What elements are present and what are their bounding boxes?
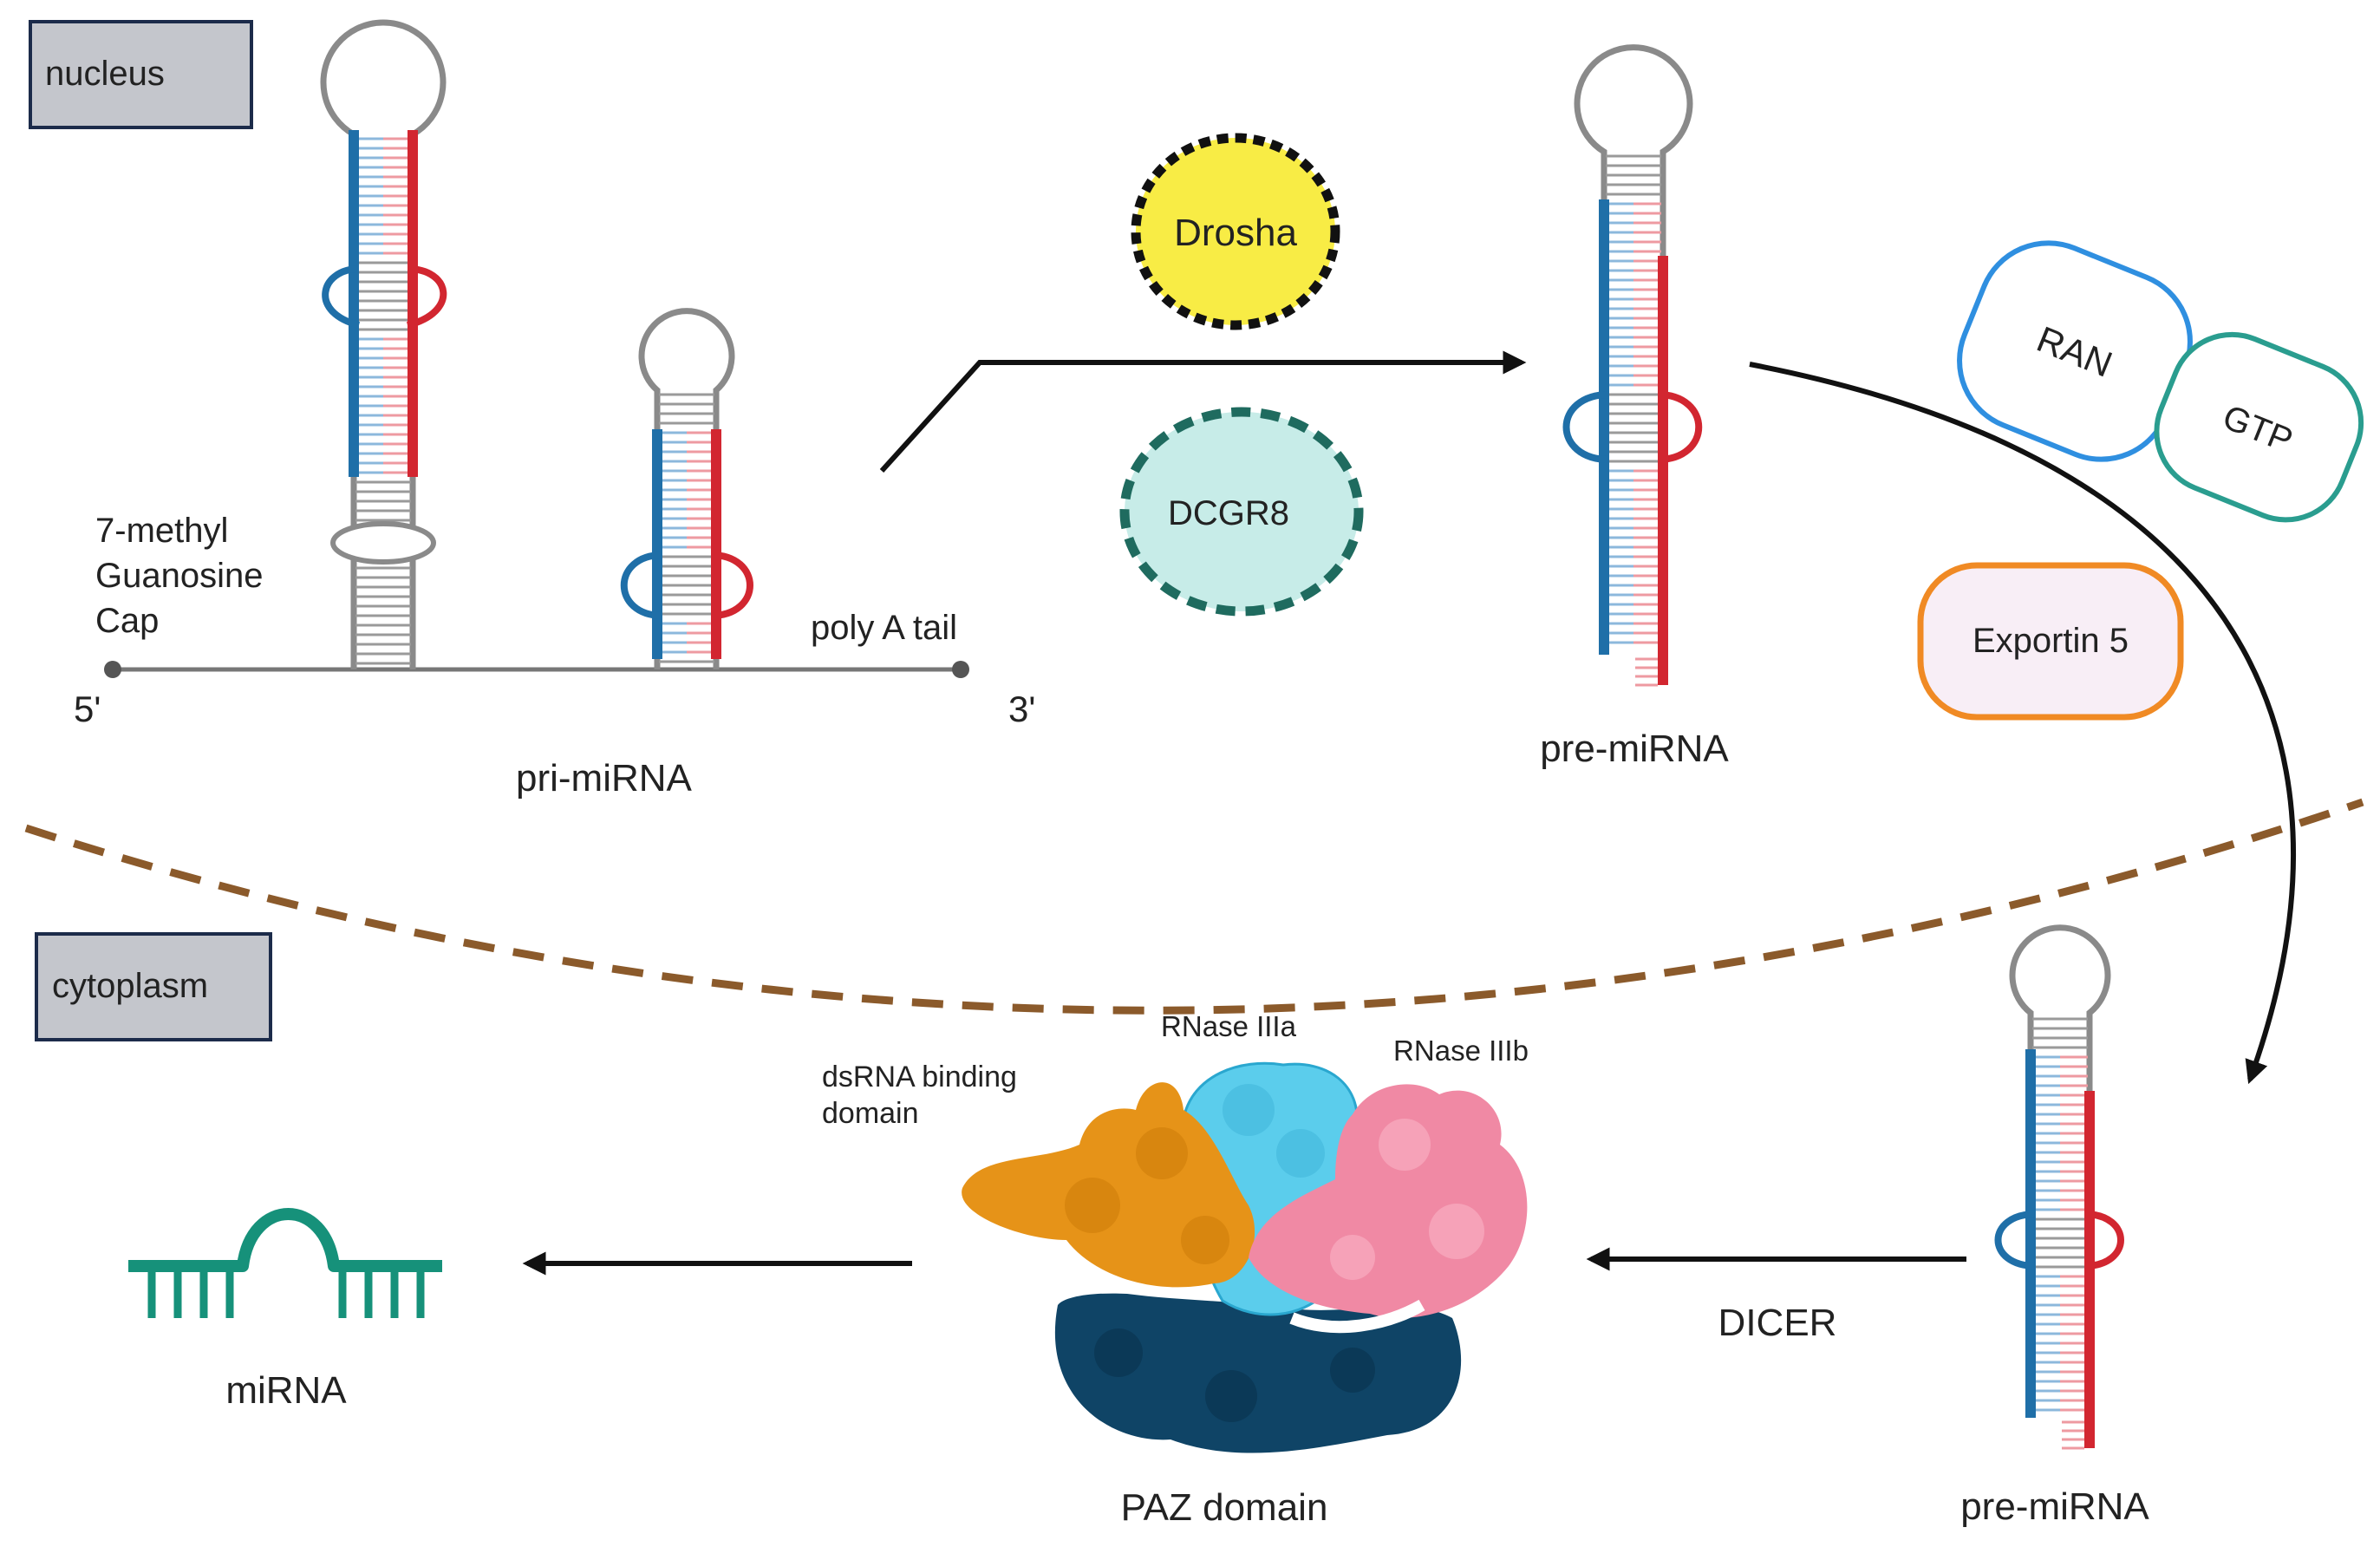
rnase-iiib-label: RNase IIIb (1393, 1035, 1529, 1067)
pri-mirna: 7-methyl Guanosine Cap poly A tail 5' 3'… (74, 19, 1035, 800)
drosha-label: Drosha (1174, 212, 1297, 254)
paz-domain-shape (1054, 1293, 1462, 1453)
dsrna-binding-domain-shape (962, 1082, 1255, 1288)
dicer-cleft (1289, 1299, 1425, 1334)
drosha-enzyme: Drosha (1131, 133, 1340, 330)
dsrna-binding-label-line2: domain (822, 1097, 919, 1130)
drosha-processing-arrow (879, 350, 1527, 473)
cytoplasm-label: cytoplasm (35, 932, 272, 1041)
paz-domain-label: PAZ domain (1121, 1486, 1328, 1529)
nucleus-label-text: nucleus (45, 55, 165, 93)
five-prime-end (104, 661, 121, 678)
pre-mirna-bottom: pre-miRNA (1960, 924, 2149, 1528)
gtp-molecule: GTP (2154, 331, 2364, 523)
pre-mirna-bottom-label: pre-miRNA (1960, 1485, 2149, 1528)
small-hairpin (620, 308, 753, 669)
poly-a-tail-label: poly A tail (811, 609, 957, 647)
cap-label-line1: 7-methyl (95, 512, 228, 550)
pri-mirna-label: pri-miRNA (516, 757, 693, 800)
nuclear-export-arrow (1749, 362, 2296, 1085)
dcgr8-protein: DCGR8 (1119, 407, 1364, 617)
nucleus-label: nucleus (29, 20, 253, 129)
dicer-protein: RNase IIIa RNase IIIb dsRNA binding doma… (822, 1010, 1529, 1529)
dicer-label: DICER (1718, 1302, 1837, 1344)
nuclear-membrane (24, 798, 2364, 1015)
three-prime-label: 3' (1008, 689, 1035, 729)
pre-mirna-top: pre-miRNA (1540, 44, 1729, 770)
five-prime-label: 5' (74, 689, 101, 729)
dcgr8-label: DCGR8 (1168, 494, 1289, 532)
rnase-iiia-label: RNase IIIa (1161, 1010, 1297, 1042)
cap-label-line3: Cap (95, 602, 159, 640)
cytoplasm-label-text: cytoplasm (52, 967, 208, 1005)
mature-mirna: miRNA (128, 1208, 442, 1412)
large-hairpin (320, 19, 447, 669)
dsrna-binding-label-line1: dsRNA binding (822, 1061, 1017, 1093)
pre-mirna-top-label: pre-miRNA (1540, 728, 1729, 770)
exportin-5: Exportin 5 (1917, 562, 2184, 721)
exportin-label: Exportin 5 (1972, 622, 2129, 660)
mirna-label: miRNA (225, 1369, 347, 1412)
rnase-iiib-shape (1249, 1084, 1528, 1318)
cap-label-line2: Guanosine (95, 557, 263, 595)
three-prime-end (952, 661, 969, 678)
